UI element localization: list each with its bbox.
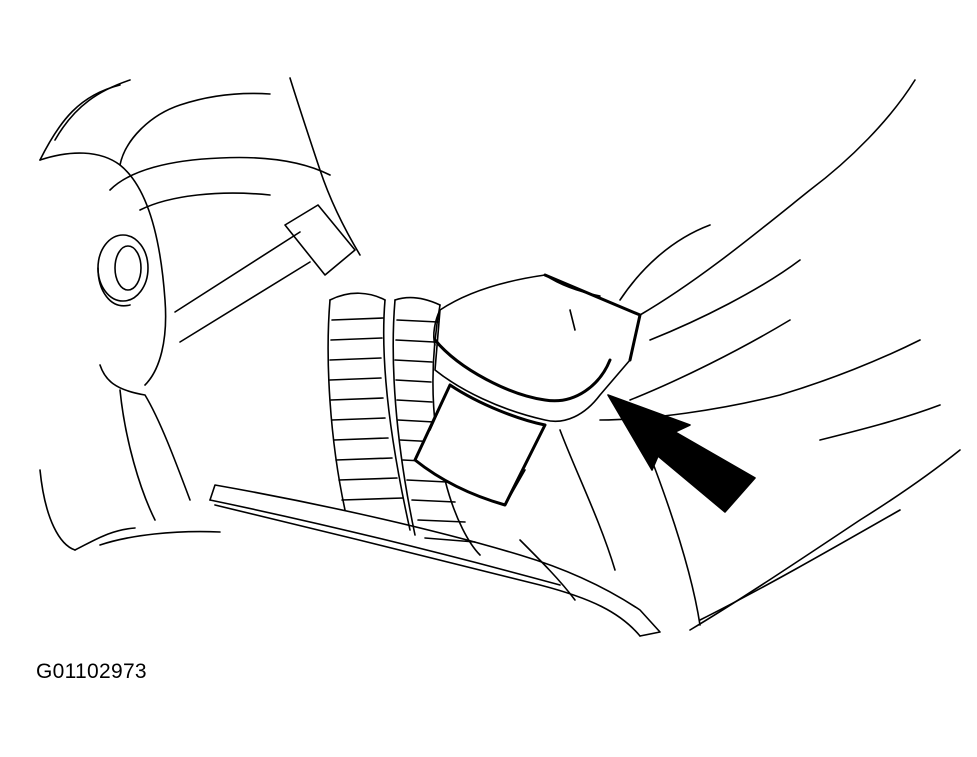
figure-id-label: G01102973 bbox=[36, 660, 147, 683]
lower-left-housing bbox=[39, 364, 221, 551]
arrow-icon bbox=[607, 394, 756, 513]
bracket-rod bbox=[174, 204, 356, 343]
base-plate bbox=[209, 484, 661, 637]
mounting-bolt bbox=[97, 234, 149, 307]
sensor-body bbox=[413, 273, 642, 507]
wiring-harness bbox=[327, 292, 481, 556]
upper-left-housing bbox=[39, 77, 361, 386]
